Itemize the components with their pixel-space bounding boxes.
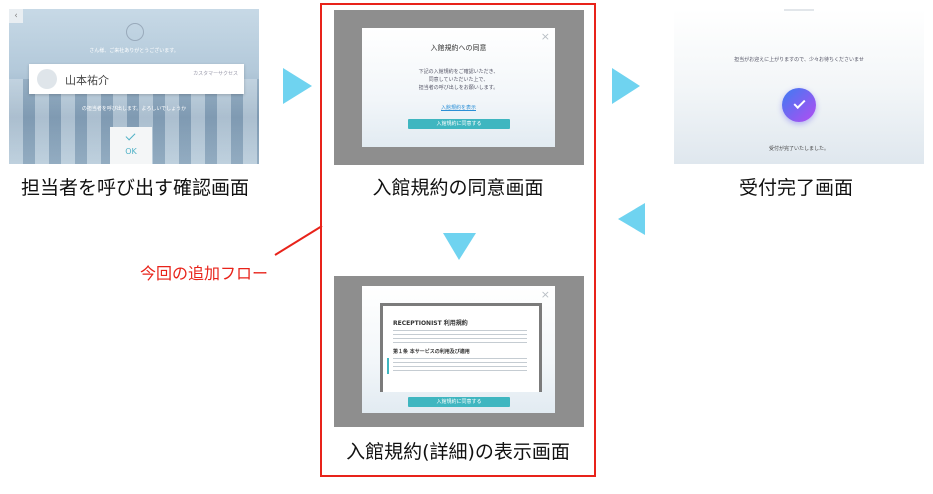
top-bar: [784, 9, 814, 11]
terms-doc-title: RECEPTIONIST 利用規約: [393, 320, 468, 327]
section-marker: [387, 358, 389, 374]
caption-screen2: 入館規約の同意画面: [372, 177, 544, 199]
checkmark-icon: [793, 96, 806, 110]
person-icon: [126, 23, 144, 41]
screen-terms-detail: × RECEPTIONIST 利用規約 第１条 本サービスの利用及び適用 入館規…: [334, 276, 584, 427]
staff-department: カスタマーサクセス: [193, 71, 238, 77]
caption-screen4: 受付完了画面: [738, 177, 853, 199]
back-button[interactable]: ‹: [9, 9, 23, 23]
modal-title: 入館規約への同意: [430, 44, 487, 52]
arrow-right-1: [283, 68, 312, 104]
ok-button[interactable]: OK: [110, 127, 152, 164]
confirm-prompt: の担当者を呼び出します。よろしいでしょうか: [81, 106, 187, 112]
agree-button[interactable]: 入館規約に同意する: [408, 119, 510, 129]
reception-done-text: 受付が完了いたしました。: [768, 146, 829, 152]
greeting-text: さん様、ご来社ありがとうございます。: [89, 48, 179, 54]
caption-screen3: 入館規約(詳細)の表示画面: [346, 441, 570, 463]
terms-modal: × RECEPTIONIST 利用規約 第１条 本サービスの利用及び適用 入館規…: [362, 286, 555, 413]
arrow-left: [618, 203, 645, 235]
agreement-modal: × 入館規約への同意 下記の入館規約をご確認いただき、 同意していただいた上で、…: [362, 28, 555, 147]
close-icon[interactable]: ×: [540, 288, 550, 301]
terms-text-placeholder-2: [393, 358, 527, 374]
show-terms-link[interactable]: 入館規約を表示: [440, 105, 476, 111]
ok-label: OK: [125, 147, 137, 156]
avatar: [37, 69, 57, 89]
caption-screen1: 担当者を呼び出す確認画面: [20, 177, 249, 199]
close-icon[interactable]: ×: [540, 30, 550, 43]
arrow-down: [443, 233, 476, 260]
check-circle-icon: [782, 88, 816, 122]
screen-terms-agreement: × 入館規約への同意 下記の入館規約をご確認いただき、 同意していただいた上で、…: [334, 10, 584, 165]
added-flow-highlight: [320, 3, 596, 477]
staff-card[interactable]: 山本祐介 カスタマーサクセス: [29, 64, 244, 94]
arrow-right-2: [612, 68, 640, 104]
terms-section-heading: 第１条 本サービスの利用及び適用: [393, 349, 470, 355]
terms-text-placeholder: [393, 330, 527, 344]
screen-reception-complete: 担当がお迎えに上がりますので、少々お待ちくださいませ 受付が完了いたしました。: [674, 9, 924, 164]
terms-document: RECEPTIONIST 利用規約 第１条 本サービスの利用及び適用: [380, 303, 542, 392]
staff-name: 山本祐介: [65, 74, 109, 87]
waiting-message: 担当がお迎えに上がりますので、少々お待ちくださいませ: [734, 57, 864, 63]
modal-body-line-2: 同意していただいた上で、: [428, 77, 489, 83]
modal-body-line-1: 下記の入館規約をご確認いただき、: [418, 69, 499, 75]
agree-button[interactable]: 入館規約に同意する: [408, 397, 510, 407]
annotation-leader-line: [274, 225, 323, 256]
modal-body-line-3: 担当者の呼び出しをお願いします。: [418, 85, 499, 91]
screen-staff-call-confirmation: ‹ さん様、ご来社ありがとうございます。 山本祐介 カスタマーサクセス の担当者…: [9, 9, 259, 164]
added-flow-label: 今回の追加フロー: [140, 264, 269, 283]
